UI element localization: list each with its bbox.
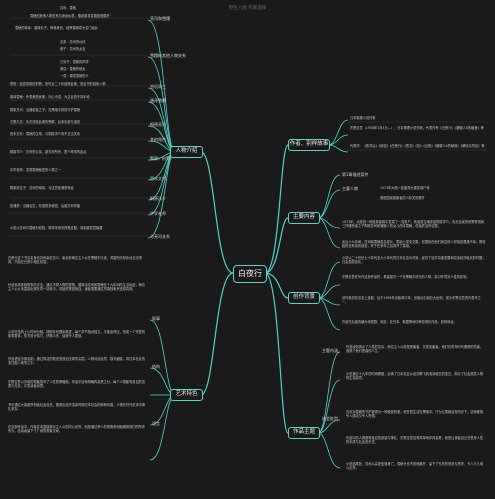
paragraph-text: 小说通过十九年的时间跨度，反映了日本社会从经济腾飞到泡沫破灭的变迁，揭示了社会底…: [346, 372, 484, 381]
paragraph-text: 小说在结构上以时间为轴，按照年代顺序推进，每个章节相对独立，又彼此呼应，形成一个…: [8, 330, 146, 339]
leaf-text: 亮司、雪穗: [60, 6, 76, 10]
paragraph-text: 1973年，大阪的一栋废弃建筑中发现了一具男尸，死者是当铺老板桐原洋介。负责此案…: [342, 220, 484, 229]
branch-author[interactable]: 作者、别样故事: [288, 139, 330, 151]
sub-label[interactable]: 唐泽雪穗: [150, 98, 166, 103]
leaf-text: 友彦：亮司的伙伴: [60, 40, 86, 44]
sub-label[interactable]: 桐原亮司: [150, 122, 166, 127]
sub-label[interactable]: 结构: [152, 364, 160, 369]
page-title: 野生人圈 作家选择: [228, 6, 267, 11]
sub-label[interactable]: 其他角色: [150, 137, 166, 142]
sub-label[interactable]: 叙事: [152, 316, 160, 321]
sub-label[interactable]: 桐原洋介: [150, 196, 166, 201]
branch-art-features[interactable]: 艺术特色: [170, 389, 203, 401]
sub-label[interactable]: 语言: [152, 421, 160, 426]
paragraph-text: 作品语言冷静克制，通过简洁的叙述营造出压抑的氛围，人物对话自然，描写细腻，将日本…: [8, 357, 146, 366]
central-topic[interactable]: 白夜行: [233, 265, 267, 283]
leaf-text: 唐泽雪穗：外表美丽优雅，内心冷漠，为达目的不择手段: [10, 95, 90, 99]
leaf-text: 代表作：《放学后》《秘密》《白夜行》《恶意》《信》《幻夜》《嫌疑人X的献身》《解…: [350, 144, 485, 148]
leaf-text: 1973年大阪一处废弃大楼发现尸体: [380, 186, 430, 190]
branch-main-content[interactable]: 主要内容: [288, 212, 320, 224]
leaf-text: 桐原弥生子：亮司的母亲，与店员松浦勇有染: [10, 186, 74, 190]
sub-label[interactable]: 主题内涵: [322, 348, 338, 353]
leaf-text: 美佳：雪穗的继女: [60, 67, 86, 71]
leaf-text: 中学老师：发现雪穗秘密的人物之一: [10, 168, 61, 172]
leaf-text: 笹垣：追查真相的刑警，历时近二十年追踪此案，是全书的线索人物: [10, 82, 106, 86]
paragraph-text: 小说结尾处，亮司从高处坠落身亡，雪穗头也不回地离开，留下了无尽的悲凉与思考，令人…: [346, 462, 484, 471]
sub-label[interactable]: 笹垣润三: [150, 84, 166, 89]
sub-label[interactable]: 与亮司关系: [150, 234, 170, 239]
leaf-text: 日本推理小说作家: [350, 116, 376, 120]
branch-work-theme[interactable]: 作品主题: [288, 427, 320, 439]
paragraph-text: 作品先后被改编为电视剧、电影，在日本、韩国等地均有影视化作品，影响深远。: [342, 320, 457, 324]
leaf-text: 桐原亮司：当铺老板之子，在黑暗中默默守护雪穗: [10, 108, 81, 112]
sub-label[interactable]: 社会批判: [322, 416, 338, 421]
paragraph-text: 作品中的人物都有各自的欲望与挣扎，东野圭吾没有简单地评判善恶，而是让读者自己去思…: [346, 436, 484, 445]
paragraph-text: 东野圭吾以冷峻的笔触描写了人性的黑暗面，作品中没有明确的善恶之分，每个人物都有各…: [8, 380, 146, 389]
sub-label[interactable]: 第1章描述案件: [342, 172, 369, 177]
sub-label[interactable]: 中学老师: [150, 211, 166, 216]
sub-label[interactable]: 雪穗的其他人物关系: [150, 53, 186, 58]
leaf-text: 雪穗的母亲：唐泽礼子，养母身份，培养雪穗成为名门淑女: [15, 26, 98, 30]
leaf-text: 一成：调查雪穗的人: [60, 74, 89, 78]
leaf-text: 桐原洋介：亮司的父亲，被亮司所杀，整个故事的起点: [10, 150, 87, 154]
paragraph-text: 该作最初在杂志上连载，后于1999年出版单行本，出版后引起巨大反响，成为东野圭吾…: [342, 296, 481, 305]
paragraph-text: 此后十九年间，亮司和雪穗各自成长，表面上毫无交集，但围绕在他们身边的人却接连遭遇…: [342, 240, 486, 249]
leaf-text: 东野圭吾（1958年2月4日—），日本推理小说作家，代表作有《白夜行》《嫌疑人X…: [350, 126, 484, 130]
paragraph-text: 书中通过大量细节刻画社会百态，展现出经济泡沫时期日本社会的种种问题，人物在时代洪…: [8, 403, 146, 412]
sub-label[interactable]: 亮司和雪穗: [150, 16, 170, 21]
sub-label[interactable]: 警察：刑警: [150, 156, 170, 161]
branch-background[interactable]: 创作背景: [288, 292, 320, 304]
leaf-text: 江利子：雪穗的同学: [60, 60, 89, 64]
leaf-text: 雪穗的其他人物关系与命运纠葛，随着故事发展逐渐展开: [30, 14, 110, 18]
paragraph-text: 作品采用多线叙事的手法，通过不同人物的视角，展现出亮司和雪穗在十九年间的生活轨迹…: [8, 283, 146, 292]
paragraph-text: 小说以二十世纪七十年代至九十年代的日本社会为背景，经历了经济高速发展和泡沫经济破…: [342, 256, 486, 265]
leaf-text: 西本文代：雪穗的生母，与桐原洋介有不正当关系: [10, 132, 81, 136]
sub-label[interactable]: 西本文代: [150, 176, 166, 181]
leaf-text: 古贺久志：负责调查此案的警察，后来也参与追查: [10, 120, 81, 124]
sub-label[interactable]: 主要人物: [342, 186, 358, 191]
paragraph-text: 东野圭吾在写作这部作品时，希望描写一个在黑暗中成长的人物，探讨环境对人性的影响。: [342, 275, 470, 279]
paragraph-text: 亮司对雪穗的守护被视为一种极致的爱，他甘愿生活在黑暗中，只为让雪穗活在阳光下，这…: [346, 410, 484, 419]
leaf-text: 典子：亮司的女友: [60, 47, 86, 51]
leaf-text: 松浦勇：当铺店员，知道很多秘密，后被亮司杀害: [10, 204, 81, 208]
leaf-text: 调查围绕被害者的人际关系展开: [380, 196, 425, 200]
paragraph-text: 作品深刻揭示了人性的复杂，两位主人公既是受害者，又是加害者，他们在童年时代遭受的…: [346, 345, 484, 354]
leaf-text: 小说以亮司与雪穗为双线，叙事采用多视角交替，真相被层层隐藏: [10, 226, 103, 230]
branch-characters[interactable]: 人物介绍: [170, 146, 203, 158]
leaf-text: 白夜行这个书名本身也具有象征意义，象征着两位主人公在黑暗中行走，渴望阳光却永远无…: [8, 256, 142, 265]
paragraph-text: 在这部作品中，作者并未直接描写主人公的内心世界，而是通过旁人的视角来侧面展现他们…: [8, 425, 146, 434]
